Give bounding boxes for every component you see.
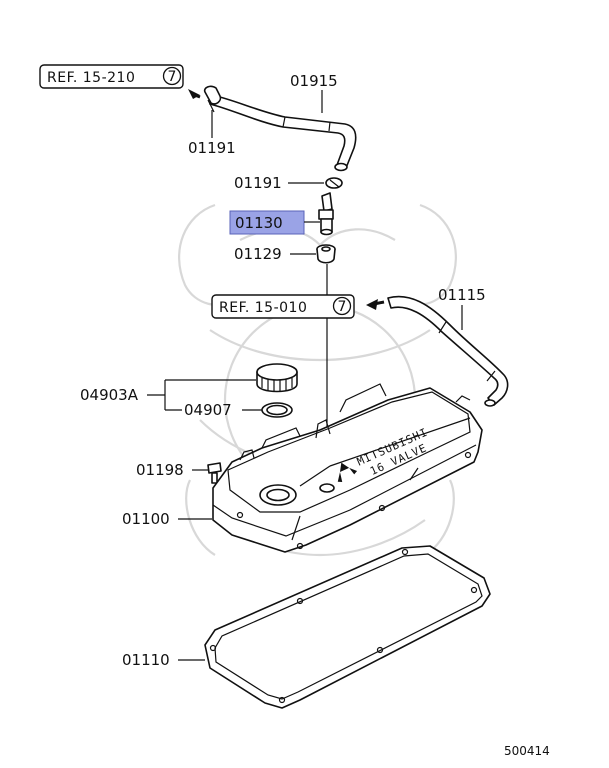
label-04903A: 04903A (80, 386, 139, 404)
label-01100: 01100 (122, 510, 170, 528)
mitsubishi-logo-icon (337, 462, 358, 482)
reference-circle-number-middle: 7 (338, 299, 347, 315)
label-01129: 01129 (234, 245, 282, 263)
grommet-01129[interactable] (316, 244, 336, 264)
label-01915: 01915 (290, 72, 338, 90)
arrow-icon-2 (366, 299, 378, 310)
reference-circle-number-top: 7 (168, 69, 177, 85)
highlight-01130[interactable]: 01130 (229, 210, 305, 235)
oil-filler-cap-04903A[interactable] (256, 363, 298, 393)
label-01198: 01198 (136, 461, 184, 479)
diagram-code: 500414 (504, 744, 550, 758)
label-01130: 01130 (235, 214, 283, 232)
breather-hose-01115[interactable] (387, 295, 509, 407)
bolt-01198[interactable] (207, 462, 222, 484)
pcv-valve-01130[interactable] (318, 192, 334, 236)
label-01115: 01115 (438, 286, 486, 304)
label-04907: 04907 (184, 401, 232, 419)
label-01110: 01110 (122, 651, 170, 669)
hose-clamp-01191-lower[interactable] (325, 177, 343, 189)
reference-box-top[interactable]: REF. 15-210 7 (39, 64, 184, 89)
rocker-cover-gasket-01110[interactable] (204, 545, 491, 709)
oil-cap-gasket-04907[interactable] (261, 402, 293, 418)
reference-text-middle: REF. 15-010 (219, 300, 307, 316)
label-01191-upper: 01191 (188, 139, 236, 157)
rocker-cover-01100[interactable] (212, 383, 483, 553)
reference-text-top: REF. 15-210 (47, 70, 135, 86)
breather-hose-01915[interactable] (209, 94, 357, 172)
hose-clamp-01191-upper[interactable] (203, 85, 222, 113)
label-01191-lower: 01191 (234, 174, 282, 192)
reference-box-middle[interactable]: REF. 15-010 7 (211, 294, 355, 319)
